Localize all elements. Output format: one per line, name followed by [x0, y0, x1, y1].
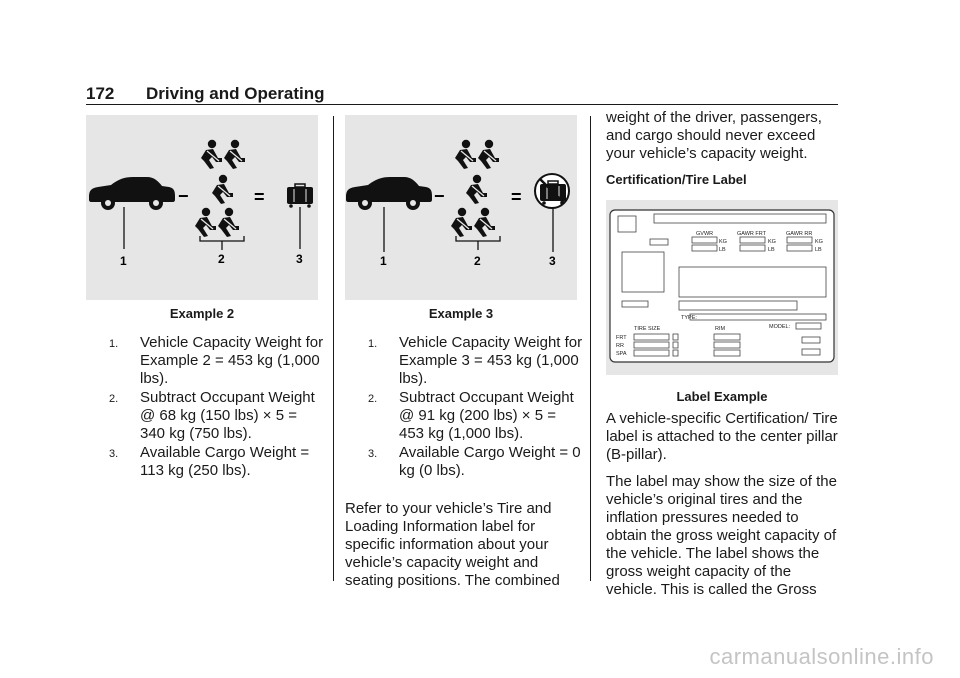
equals-sign: = [511, 187, 522, 207]
certification-subheading: Certification/Tire Label [606, 172, 747, 187]
callout-3: 3 [549, 254, 556, 268]
car-icon [89, 177, 175, 210]
gawr-frt-label: GAWR FRT [737, 231, 767, 237]
occupant-icon [473, 207, 496, 238]
label-contents-paragraph: The label may show the size of the vehic… [606, 473, 837, 598]
car-icon [346, 177, 432, 210]
callout-1: 1 [120, 254, 127, 268]
no-cargo-icon [534, 173, 570, 209]
continued-paragraph: weight of the driver, passengers, and ca… [606, 109, 822, 162]
page-number: 172 [86, 84, 115, 103]
model-label: MODEL: [769, 324, 791, 330]
example-3-caption: Example 3 [428, 306, 494, 321]
svg-text:KG: KG [815, 239, 823, 245]
occupant-icon [465, 174, 488, 205]
label-example-caption: Label Example [676, 389, 768, 404]
gawr-rr-label: GAWR RR [786, 231, 812, 237]
svg-text:FRT: FRT [616, 335, 627, 341]
occupant-icon [450, 207, 473, 238]
watermark: carmanualsonline.info [709, 644, 934, 669]
example-2-diagram: − = 1 2 3 [89, 139, 314, 268]
equals-sign: = [254, 187, 265, 207]
list-item: 2.Subtract Occupant Weight @ 68 kg (150 … [109, 389, 315, 442]
label-location-paragraph: A vehicle-specific Certification/ Tire l… [606, 410, 838, 463]
list-item: 3.Available Cargo Weight = 113 kg (250 l… [109, 444, 310, 479]
svg-text:KG: KG [719, 239, 727, 245]
luggage-icon [286, 183, 314, 209]
minus-sign: − [178, 186, 189, 206]
section-title: Driving and Operating [146, 84, 325, 103]
column-divider-1 [333, 116, 334, 581]
example-2-caption: Example 2 [169, 306, 235, 321]
occupant-icon [217, 207, 240, 238]
header-rule [86, 104, 838, 105]
example-3-figure: − = 1 2 3 [345, 115, 577, 300]
list-item: 2.Subtract Occupant Weight @ 91 kg (200 … [368, 389, 574, 442]
capacity-paragraph: Refer to your vehicle’s Tire and Loading… [345, 500, 560, 589]
svg-text:LB: LB [815, 247, 822, 253]
minus-sign: − [434, 186, 445, 206]
callout-2: 2 [218, 252, 225, 266]
svg-text:LB: LB [719, 247, 726, 253]
example-3-diagram: − = 1 2 3 [346, 139, 570, 268]
list-item: 1.Vehicle Capacity Weight for Example 2 … [109, 334, 324, 387]
tire-size-label: TIRE SIZE [634, 326, 661, 332]
svg-text:LB: LB [768, 247, 775, 253]
example-2-steps: 1.Vehicle Capacity Weight for Example 2 … [109, 334, 324, 481]
occupant-icon [194, 207, 217, 238]
column-divider-2 [590, 116, 591, 581]
example-3-steps: 1.Vehicle Capacity Weight for Example 3 … [368, 334, 583, 481]
rim-label: RIM [715, 326, 726, 332]
type-label: TYPE: [681, 315, 697, 321]
occupant-icon [454, 139, 477, 170]
callout-1: 1 [380, 254, 387, 268]
callout-3: 3 [296, 252, 303, 266]
occupant-icon [477, 139, 500, 170]
gvwr-label: GVWR [696, 231, 713, 237]
occupant-icon [223, 139, 246, 170]
list-item: 3.Available Cargo Weight = 0 kg (0 lbs). [368, 444, 581, 479]
example-2-figure: − = 1 2 3 [86, 115, 318, 300]
svg-text:SPA: SPA [616, 351, 627, 357]
svg-text:RR: RR [616, 343, 624, 349]
certification-label-diagram: GVWR GAWR FRT GAWR RR KG LB KG LB KG LB … [609, 209, 835, 363]
list-item: 1.Vehicle Capacity Weight for Example 3 … [368, 334, 583, 387]
callout-2: 2 [474, 254, 481, 268]
occupant-icon [211, 174, 234, 205]
label-example-figure: GVWR GAWR FRT GAWR RR KG LB KG LB KG LB … [606, 200, 838, 375]
page-header: 172 Driving and Operating [86, 84, 838, 104]
svg-text:KG: KG [768, 239, 776, 245]
occupant-icon [200, 139, 223, 170]
